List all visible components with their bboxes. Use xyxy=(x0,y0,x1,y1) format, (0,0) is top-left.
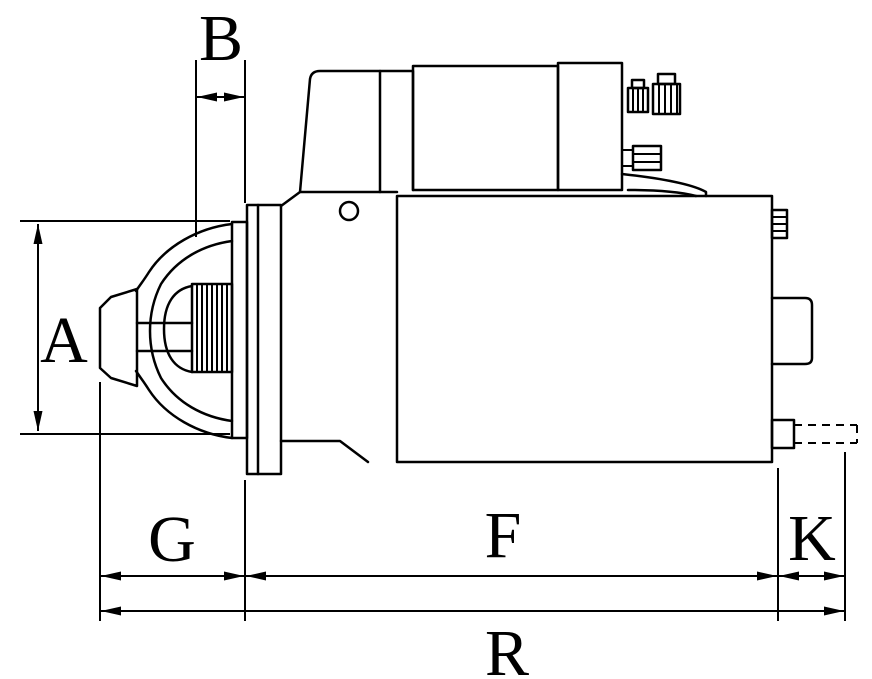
cable-strap-lower xyxy=(626,188,698,198)
dimension-G: G xyxy=(101,503,244,581)
terminal-nut xyxy=(631,144,663,172)
front-bracket-outline xyxy=(279,69,415,208)
dimension-F-label: F xyxy=(485,499,522,572)
housing-bottom-step xyxy=(279,439,370,464)
dimension-B-label: B xyxy=(199,2,243,75)
dimension-F: F xyxy=(246,499,777,581)
bell-housing-outer-top xyxy=(134,222,234,293)
terminal-stud-large-threads xyxy=(658,84,678,114)
rear-boss xyxy=(770,296,814,366)
drive-fork xyxy=(98,287,139,388)
dimension-A-label: A xyxy=(40,304,88,377)
mounting-flange xyxy=(245,203,283,476)
bell-housing-inner-contour xyxy=(148,239,234,423)
terminal-stud-large xyxy=(651,82,682,116)
terminal-stud-large-cap xyxy=(656,72,677,86)
starter-motor-figure xyxy=(98,61,858,476)
retainer-ring xyxy=(230,220,249,440)
rear-end-features xyxy=(770,208,858,450)
dimension-R-label: R xyxy=(485,617,529,679)
terminal-nut-lines xyxy=(622,149,661,167)
rear-terminal-stud-threads xyxy=(772,216,787,232)
motor-body xyxy=(395,194,774,464)
terminal-stud-small-threads xyxy=(632,88,644,112)
bottom-extension-lines xyxy=(99,382,846,621)
pinion-collar xyxy=(162,284,194,374)
bell-housing-outer-bottom xyxy=(134,369,234,440)
pinion-gear-teeth-hatch xyxy=(196,284,228,372)
rear-through-bolt-head xyxy=(770,418,796,450)
solenoid-body xyxy=(411,64,560,192)
dimension-B: B xyxy=(195,2,246,237)
dimension-K: K xyxy=(779,502,844,581)
housing-hole xyxy=(338,200,360,222)
dimension-R: R xyxy=(101,606,844,679)
solenoid-terminals xyxy=(622,72,682,172)
dimension-K-label: K xyxy=(788,502,836,575)
dimension-G-label: G xyxy=(148,503,196,576)
dimension-A: A xyxy=(20,220,230,435)
solenoid-end-cap xyxy=(556,61,624,192)
rear-through-bolt-hidden-shank xyxy=(794,424,858,444)
cable-strap-upper xyxy=(620,172,708,198)
